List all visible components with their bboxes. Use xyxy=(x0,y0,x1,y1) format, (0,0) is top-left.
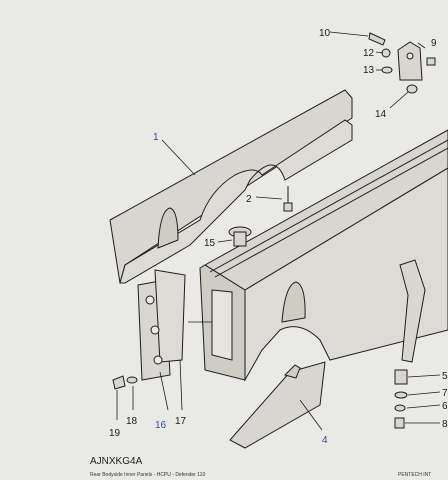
leader-lines xyxy=(116,31,441,431)
publisher-mark: PENTECH INT xyxy=(398,472,431,478)
callout-4: 4 xyxy=(322,435,328,446)
callout-6: 6 xyxy=(442,401,448,412)
callout-14: 14 xyxy=(375,109,387,120)
callout-12: 12 xyxy=(363,48,375,59)
callout-18: 18 xyxy=(126,416,138,427)
callout-2: 2 xyxy=(246,194,252,205)
diagram-footer: AJNXKG4A Rear Bodyside Inner Panels - HC… xyxy=(90,456,431,478)
parts-right-fasteners xyxy=(394,369,408,429)
part-15-plug xyxy=(228,226,252,247)
callout-9: 9 xyxy=(431,38,437,49)
part-16-backing-plate xyxy=(137,269,186,381)
callout-1: 1 xyxy=(153,132,159,143)
callout-19: 19 xyxy=(109,428,121,439)
callout-15: 15 xyxy=(204,238,216,249)
parts-top-right-hardware xyxy=(368,32,436,94)
part-2-bolt xyxy=(283,186,293,212)
callout-16: 16 xyxy=(155,420,167,431)
callout-8: 8 xyxy=(442,419,448,430)
rear-body-tub xyxy=(199,129,448,382)
right-bracket-part xyxy=(399,259,426,363)
part-1-inner-panel xyxy=(109,89,353,284)
callout-13: 13 xyxy=(363,65,375,76)
diagram-caption: Rear Bodyside Inner Panels - HCPU - Defe… xyxy=(90,472,205,478)
part-4-bracket xyxy=(229,361,326,449)
parts-bottom-left-fasteners xyxy=(112,375,138,390)
callout-labels: 1 2 4 9 10 12 13 14 15 16 17 18 19 5 7 6… xyxy=(109,28,448,446)
callout-7: 7 xyxy=(442,388,448,399)
diagram-code: AJNXKG4A xyxy=(90,456,143,467)
callout-17: 17 xyxy=(175,416,187,427)
callout-10: 10 xyxy=(319,28,331,39)
callout-5: 5 xyxy=(442,371,448,382)
